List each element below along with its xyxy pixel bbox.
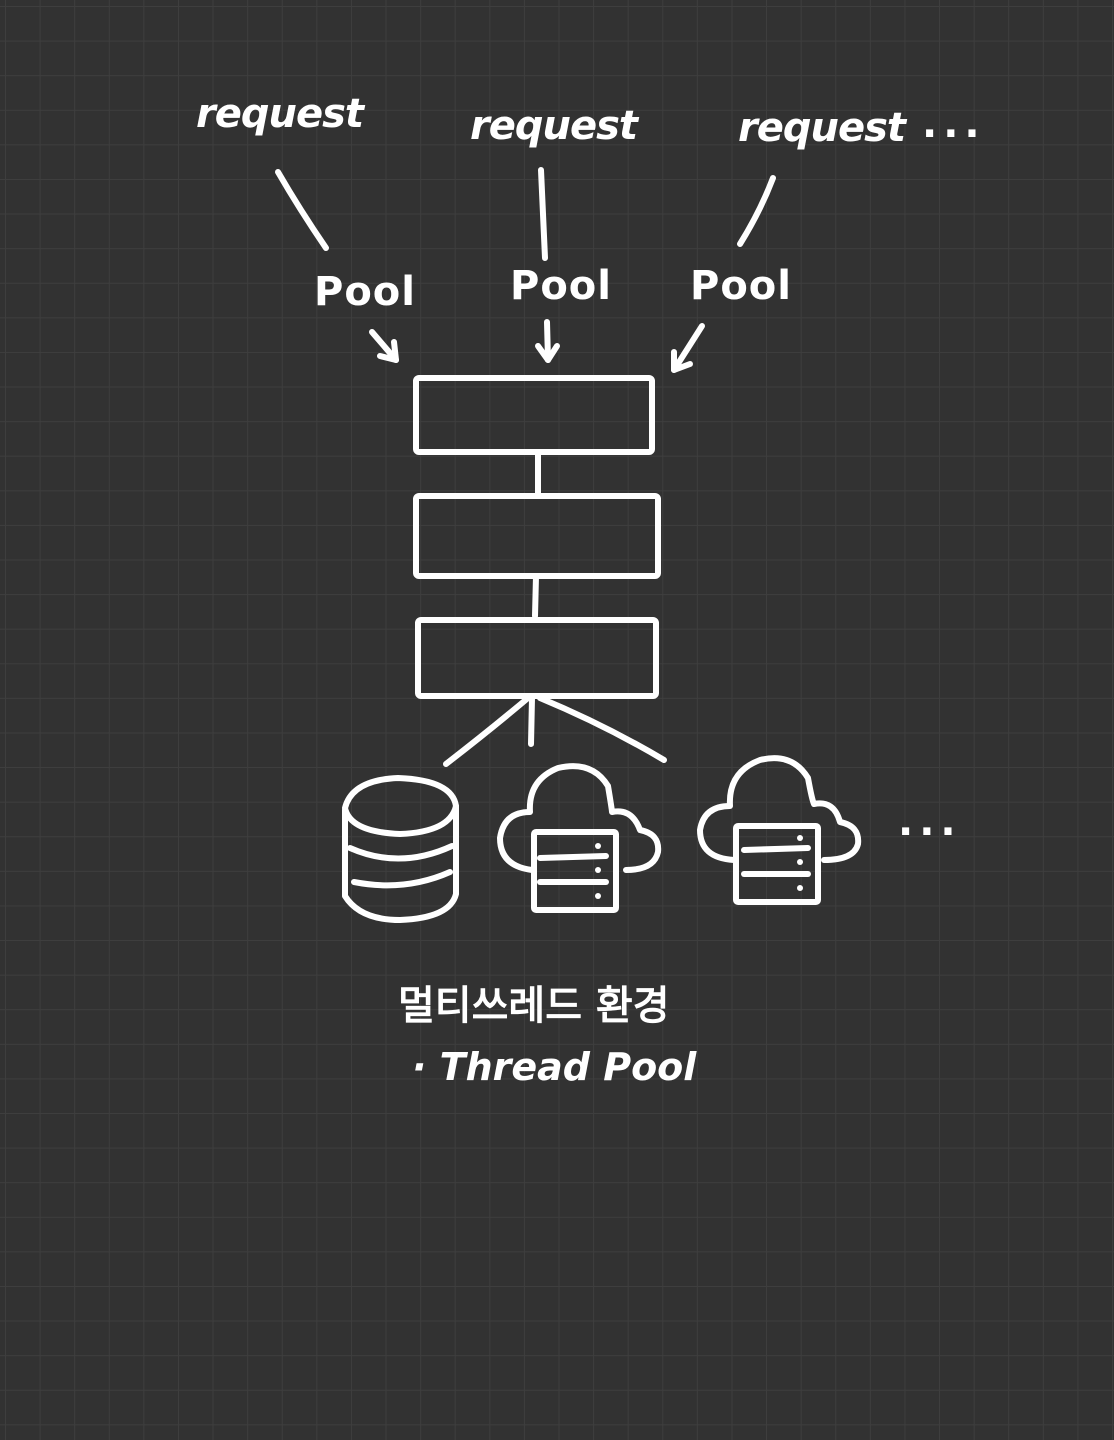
- request-label-2: request: [470, 103, 638, 149]
- diagram-caption-subtitle: · Thread Pool: [412, 1045, 697, 1089]
- thread-block-3: [415, 617, 659, 699]
- thread-connector-2: [532, 573, 539, 619]
- arrow-icon-1: [369, 329, 399, 363]
- diagram-caption-title: 멀티쓰레드 환경: [398, 983, 670, 1029]
- resources-ellipsis: ...: [898, 799, 962, 845]
- cloud-server-icon-2: [697, 755, 862, 905]
- fanout-line-middle: [528, 695, 535, 747]
- arrow-icon-2: [535, 319, 560, 363]
- cloud-server-icon-1: [497, 763, 662, 913]
- pool-label-1: Pool: [314, 269, 416, 315]
- request-line-1: [275, 169, 329, 251]
- thread-block-2: [413, 493, 661, 579]
- fanout-line-right: [537, 695, 667, 763]
- request-label-1: request: [196, 91, 364, 137]
- pool-label-2: Pool: [510, 263, 612, 309]
- arrow-icon-3: [671, 323, 705, 373]
- database-icon: [342, 775, 459, 923]
- thread-block-1: [413, 375, 655, 455]
- request-line-2: [538, 167, 548, 261]
- request-label-3: request: [738, 105, 906, 151]
- fanout-line-left: [443, 695, 531, 767]
- request-line-3: [737, 175, 776, 247]
- requests-ellipsis: ...: [922, 101, 986, 147]
- pool-label-3: Pool: [690, 263, 792, 309]
